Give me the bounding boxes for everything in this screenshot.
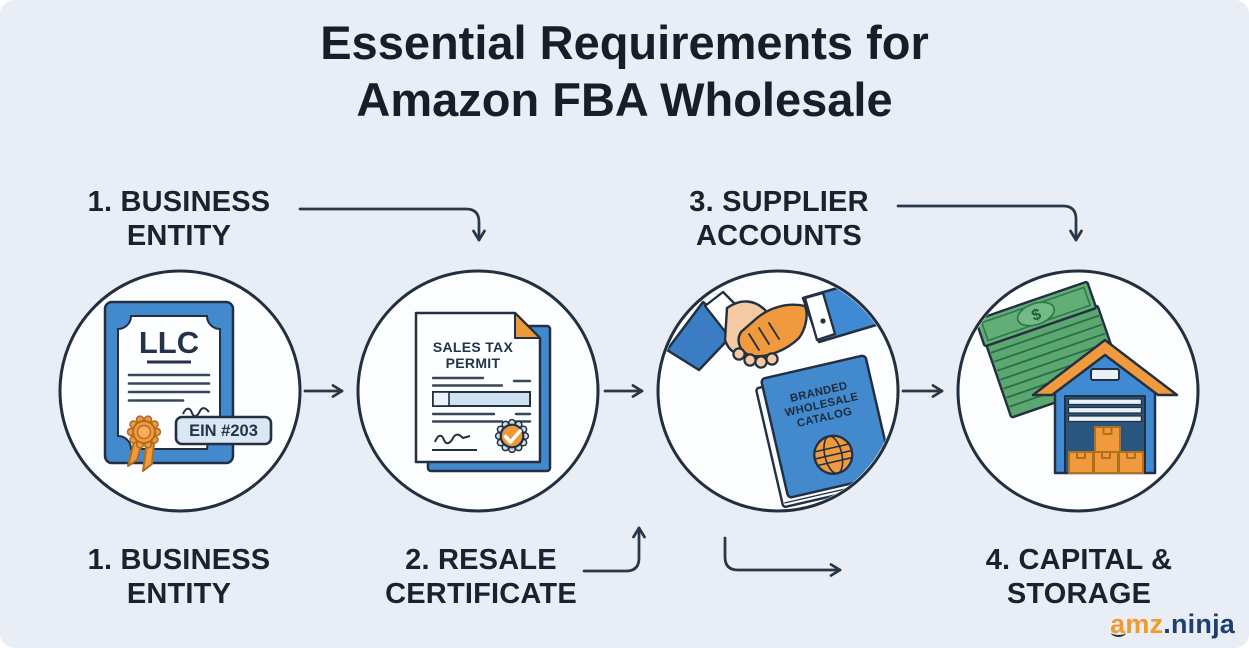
brand-watermark: amz.ninja: [1110, 609, 1235, 640]
permit-text-lines: [431, 376, 532, 423]
sales-tax-permit-icon: SALES TAX PERMIT: [414, 311, 552, 473]
step-3-label-top: 3. SUPPLIER ACCOUNTS: [689, 186, 869, 252]
approved-check-seal-icon: [494, 418, 530, 454]
watermark-ninja: .ninja: [1163, 609, 1235, 639]
llc-certificate-icon: LLC: [103, 300, 273, 472]
elbow-arrow-label3-to-circle4: [896, 204, 1083, 242]
globe-icon: [813, 434, 854, 475]
signature-squiggle: [434, 433, 471, 445]
step-1-circle-business-entity: LLC: [58, 269, 302, 513]
elbow-arrow-circle3-to-label4: [723, 536, 842, 577]
step-3-circle-supplier-accounts: BRANDED WHOLESALE CATALOG: [656, 269, 900, 513]
ein-badge: EIN #203: [174, 415, 273, 446]
roof-vent: [1090, 368, 1120, 381]
ein-badge-text: EIN #203: [189, 422, 258, 440]
knuckles: [732, 347, 779, 369]
door-slats: [1067, 398, 1143, 423]
title-line-2: Amazon FBA Wholesale: [356, 73, 893, 127]
right-cuff: [803, 291, 837, 342]
form-field: [432, 391, 531, 407]
step-1-label-top: 1. BUSINESS ENTITY: [87, 186, 271, 252]
llc-doc-title: LLC: [139, 325, 199, 360]
permit-title-line2: PERMIT: [446, 355, 501, 371]
step-1-label-bottom: 1. BUSINESS ENTITY: [87, 544, 271, 610]
step-2-label-bottom: 2. RESALE CERTIFICATE: [385, 544, 577, 610]
warehouse-roof: [1031, 338, 1179, 397]
permit-title-line1: SALES TAX: [433, 339, 514, 355]
watermark-swoosh: [1111, 628, 1127, 637]
step-2-circle-resale-certificate: SALES TAX PERMIT: [356, 269, 600, 513]
check-icon: [503, 429, 522, 444]
step-4-label-bottom: 4. CAPITAL & STORAGE: [985, 544, 1173, 610]
warehouse-icon: [1031, 338, 1179, 475]
folded-corner: [514, 312, 541, 339]
elbow-arrow-label1-to-circle2: [298, 207, 486, 242]
cuff-button: [820, 318, 826, 324]
handshake-icon: [665, 274, 895, 372]
step-4-circle-capital-storage: $: [956, 269, 1200, 513]
ribbon-seal-icon: [126, 415, 162, 472]
finger-lines: [748, 322, 780, 351]
page-title: Essential Requirements for Amazon FBA Wh…: [0, 14, 1249, 129]
certificate-text-lines: [127, 373, 211, 402]
storage-boxes-icon: [1068, 426, 1144, 474]
title-line-1: Essential Requirements for: [320, 16, 929, 69]
